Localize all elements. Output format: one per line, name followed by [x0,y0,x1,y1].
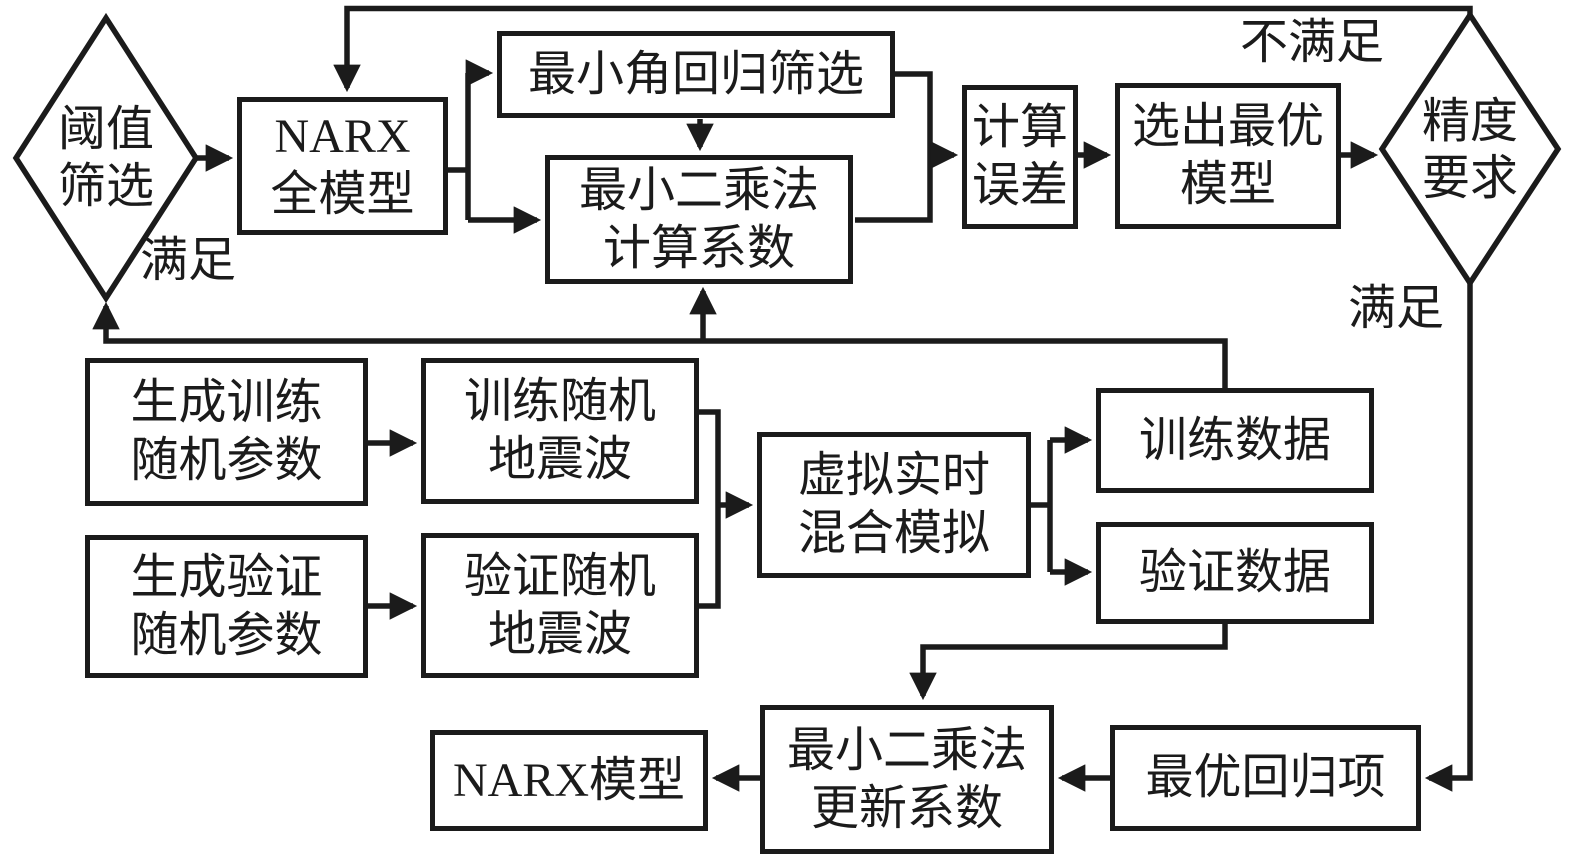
node-narx-model: NARX模型 [430,730,708,831]
node-optimal-regression-terms: 最优回归项 [1110,725,1421,831]
node-ls-calc-coefficients: 最小二乘法 计算系数 [545,155,853,284]
label-accuracy-not-satisfied: 不满足 [1240,16,1385,69]
label-accuracy-satisfied: 满足 [1348,282,1445,335]
node-training-random-wave: 训练随机 地震波 [421,358,699,504]
edge-accuracy-satisfied-to-opt-regression [1424,281,1473,792]
node-generate-training-params: 生成训练 随机参数 [85,358,368,506]
narx-full-line1: NARX [274,110,411,164]
vrt-sim-line1: 虚拟实时 [797,449,990,503]
node-compute-error: 计算 误差 [962,85,1078,229]
threshold-diamond-label: 阈值 筛选 [26,100,186,218]
node-training-data: 训练数据 [1096,388,1374,493]
accuracy-line1: 精度 [1421,95,1518,149]
gen-train-line1: 生成训练 [130,376,323,430]
calc-error-line2: 误差 [971,159,1068,212]
ls-update-line1: 最小二乘法 [786,723,1027,777]
edge-train-data-to-threshold [92,301,1228,390]
node-virtual-realtime-hybrid-sim: 虚拟实时 混合模拟 [757,432,1031,578]
edge-waves-merge-trunk [696,409,721,609]
ls-calc-line2: 计算系数 [602,221,795,275]
train-wave-line2: 地震波 [487,433,632,486]
valid-wave-line2: 地震波 [487,607,632,661]
narx-model-line1: NARX模型 [452,753,685,807]
valid-wave-line1: 验证随机 [463,549,656,603]
gen-train-line2: 随机参数 [130,434,323,487]
node-ls-update-coefficients: 最小二乘法 更新系数 [760,705,1054,854]
node-validation-random-wave: 验证随机 地震波 [421,533,699,678]
edge-collector-trunk [855,71,933,223]
select-optimal-line2: 模型 [1179,158,1276,211]
edge-valid-data-to-ls-update [909,621,1228,701]
node-generate-validation-params: 生成验证 随机参数 [85,535,368,678]
train-data-line1: 训练数据 [1138,413,1331,467]
node-narx-full-model: NARX 全模型 [237,97,448,235]
edge-sim-branch-trunk [1028,440,1053,572]
accuracy-diamond-shape [1378,9,1562,289]
threshold-line1: 阈值 [57,103,154,157]
narx-full-line2: 全模型 [270,168,415,221]
vrt-sim-line2: 混合模拟 [797,507,990,560]
threshold-diamond-shape [12,12,200,304]
lars-line1: 最小角回归筛选 [527,47,864,101]
node-validation-data: 验证数据 [1096,522,1374,624]
accuracy-diamond-label: 精度 要求 [1390,92,1550,210]
node-lars-screening: 最小角回归筛选 [497,31,895,118]
gen-valid-line1: 生成验证 [130,550,323,604]
select-optimal-line1: 选出最优 [1131,100,1324,154]
edge-narx-branch-trunk [447,73,471,220]
valid-data-line1: 验证数据 [1138,546,1331,600]
label-threshold-satisfied: 满足 [140,234,237,287]
opt-regression-line1: 最优回归项 [1145,751,1386,805]
threshold-line2: 筛选 [57,160,154,213]
node-select-optimal-model: 选出最优 模型 [1115,83,1341,229]
train-wave-line1: 训练随机 [463,375,656,429]
accuracy-line2: 要求 [1421,152,1518,205]
ls-update-line2: 更新系数 [810,781,1003,835]
gen-valid-line2: 随机参数 [130,608,323,662]
ls-calc-line1: 最小二乘法 [578,163,819,217]
calc-error-line1: 计算 [971,101,1068,155]
